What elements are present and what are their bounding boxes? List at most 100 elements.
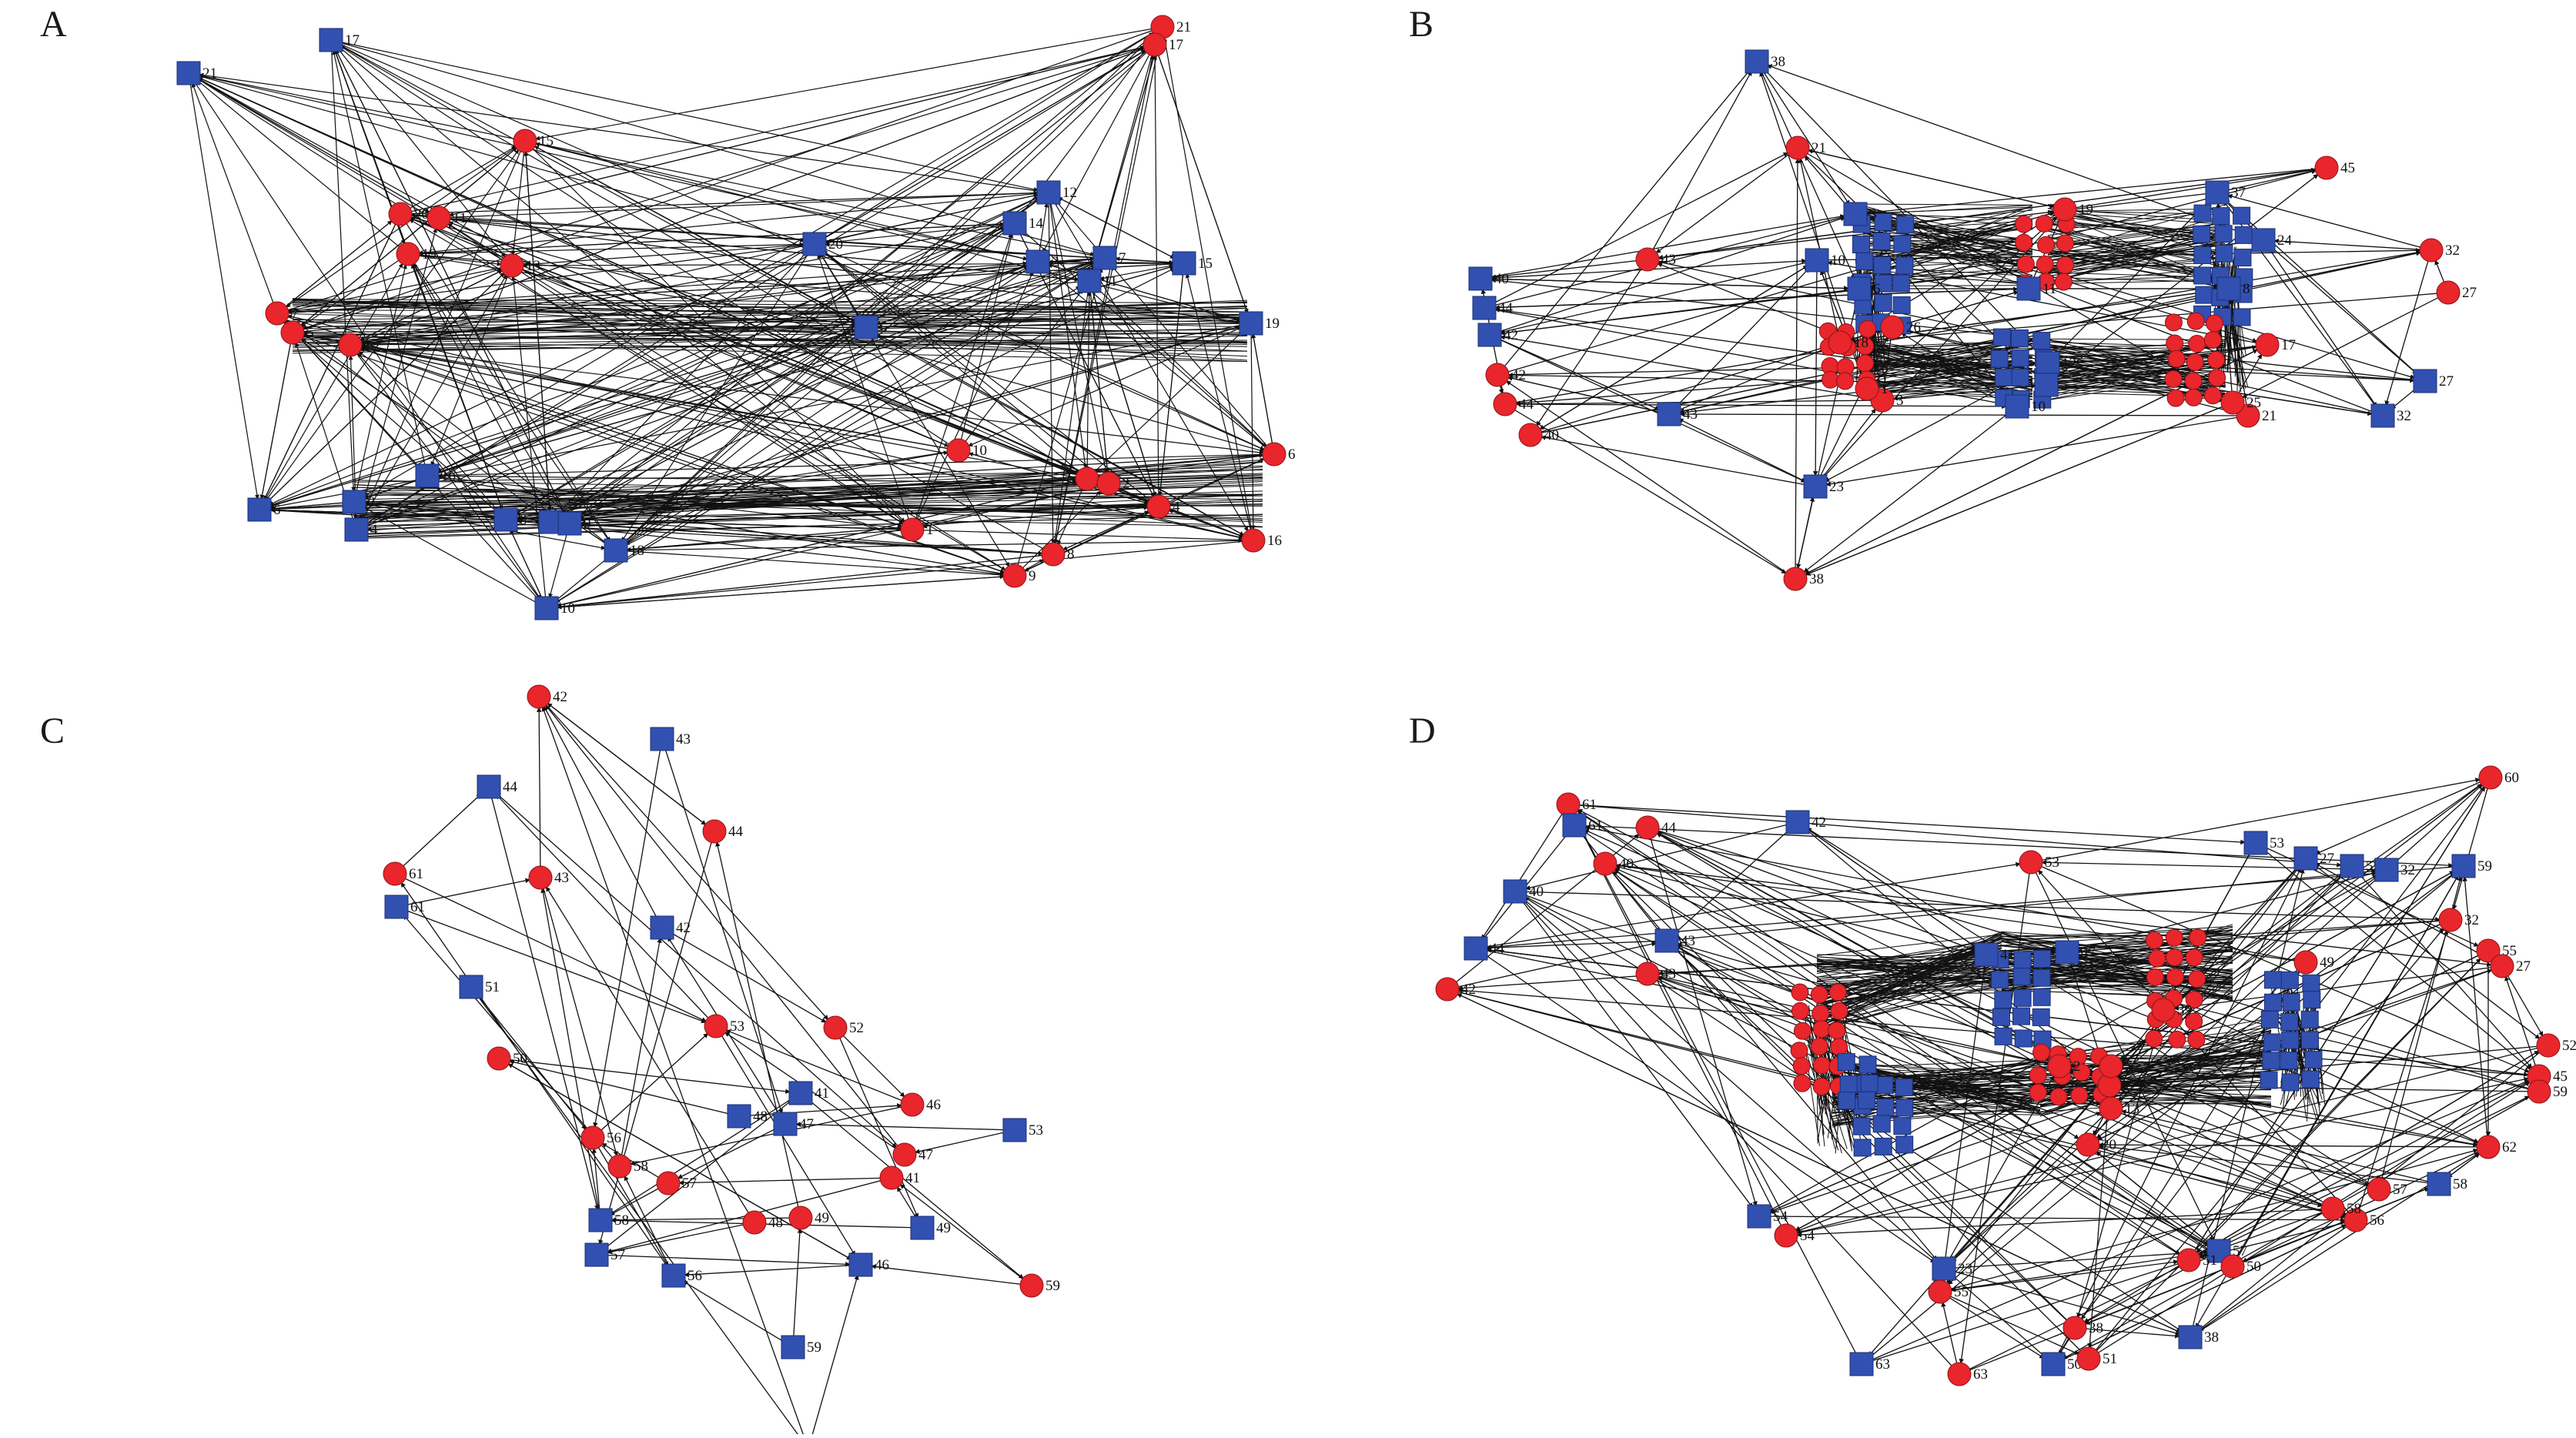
svg-text:61: 61 (409, 866, 423, 882)
circle-node (2188, 1032, 2205, 1048)
square-node: 50 (2042, 1353, 2082, 1376)
circle-node: 53 (2019, 851, 2059, 874)
square-node: 42 (651, 916, 691, 939)
square-node: 47 (774, 1112, 814, 1135)
square-node (2301, 1032, 2318, 1048)
square-node: 44 (477, 775, 518, 798)
svg-text:38: 38 (2089, 1320, 2103, 1336)
circle-node (2189, 336, 2206, 353)
circle-node (2050, 1089, 2067, 1105)
edge (350, 48, 1145, 345)
circle-node (2185, 389, 2202, 406)
circle-node: 25 (2221, 391, 2261, 414)
svg-text:19: 19 (1265, 316, 1280, 332)
square-node: 14 (1003, 212, 1044, 235)
circle-node (1831, 1002, 1848, 1019)
svg-text:3: 3 (1869, 206, 1877, 222)
circle-node (2209, 370, 2226, 386)
square-node: 18 (604, 539, 644, 562)
square-node (1874, 257, 1891, 274)
edge (684, 1265, 861, 1275)
svg-text:12: 12 (2062, 356, 2076, 372)
circle-node: 50 (2221, 1255, 2261, 1278)
svg-text:58: 58 (614, 1212, 629, 1229)
circle-node: 50 (487, 1047, 527, 1070)
circle-node: 63 (1948, 1363, 1988, 1386)
circle-node: 2 (339, 333, 372, 356)
edge (1605, 864, 1937, 1260)
svg-text:12: 12 (1062, 185, 1077, 201)
svg-text:21: 21 (2262, 408, 2277, 424)
svg-text:8: 8 (1067, 547, 1075, 563)
circle-node (2016, 234, 2032, 251)
panel-label-d: D (1409, 710, 1436, 752)
square-node (2194, 267, 2211, 284)
circle-node (1829, 984, 1846, 1001)
svg-text:20: 20 (2102, 1137, 2116, 1153)
square-node (2012, 369, 2029, 386)
svg-text:32: 32 (2445, 242, 2460, 259)
edge (1786, 871, 2454, 1236)
edge (1940, 1150, 2477, 1292)
circle-node (1813, 1057, 1830, 1074)
square-node (2301, 1011, 2318, 1028)
svg-text:45: 45 (2340, 160, 2355, 176)
square-node (1840, 1075, 1857, 1092)
square-node (2235, 226, 2252, 243)
circle-node (2169, 1031, 2186, 1048)
circle-node (2029, 1067, 2046, 1084)
svg-text:61: 61 (1582, 797, 1597, 813)
svg-text:11: 11 (1103, 273, 1117, 289)
circle-node: 44 (703, 820, 744, 843)
circle-node (2146, 931, 2163, 948)
square-node (1854, 1139, 1871, 1156)
square-node (2012, 349, 2029, 366)
edge (616, 550, 1004, 575)
square-node: 47 (2056, 941, 2096, 964)
square-node (2013, 968, 2030, 985)
edge (1112, 266, 1274, 454)
circle-node: 19 (396, 242, 437, 266)
edge (2042, 862, 2387, 870)
svg-text:27: 27 (2439, 373, 2454, 390)
svg-text:44: 44 (503, 779, 518, 795)
square-node (1896, 1136, 1913, 1153)
circle-node: 32 (2420, 239, 2460, 262)
svg-text:27: 27 (2462, 285, 2477, 301)
svg-text:5: 5 (2060, 377, 2068, 393)
circle-node (1813, 1021, 1830, 1038)
svg-text:41: 41 (815, 1085, 829, 1102)
square-node: 58 (589, 1209, 629, 1232)
circle-node: 38 (2063, 1316, 2103, 1339)
square-node: 56 (662, 1264, 702, 1287)
square-node (2302, 1071, 2319, 1088)
svg-text:57: 57 (611, 1247, 625, 1263)
circle-node (2057, 235, 2074, 252)
svg-text:5: 5 (306, 325, 314, 341)
svg-text:51: 51 (485, 979, 500, 995)
circle-node (2187, 313, 2204, 329)
svg-text:59: 59 (2553, 1084, 2568, 1100)
edge (1862, 1080, 2529, 1364)
svg-text:4: 4 (1173, 499, 1180, 515)
edge (815, 50, 1146, 244)
circle-node (1812, 1005, 1829, 1022)
svg-text:61: 61 (1588, 818, 1603, 834)
circle-node (2146, 968, 2163, 985)
svg-text:7: 7 (1119, 250, 1126, 266)
square-node (2264, 971, 2281, 988)
square-node (1894, 1118, 1911, 1135)
svg-text:49: 49 (936, 1220, 951, 1236)
square-node: 2 (1026, 250, 1059, 273)
svg-text:56: 56 (687, 1268, 702, 1284)
square-node (1895, 1078, 1912, 1095)
circle-node (2166, 968, 2183, 985)
edge (1515, 891, 1753, 1208)
circle-node: 41 (880, 1166, 920, 1189)
svg-text:41: 41 (905, 1170, 920, 1186)
circle-node (1791, 1042, 1808, 1059)
circle-node (2149, 950, 2166, 967)
edge (1826, 416, 2248, 485)
circle-node: 49 (789, 1206, 829, 1229)
edge (277, 259, 1094, 313)
